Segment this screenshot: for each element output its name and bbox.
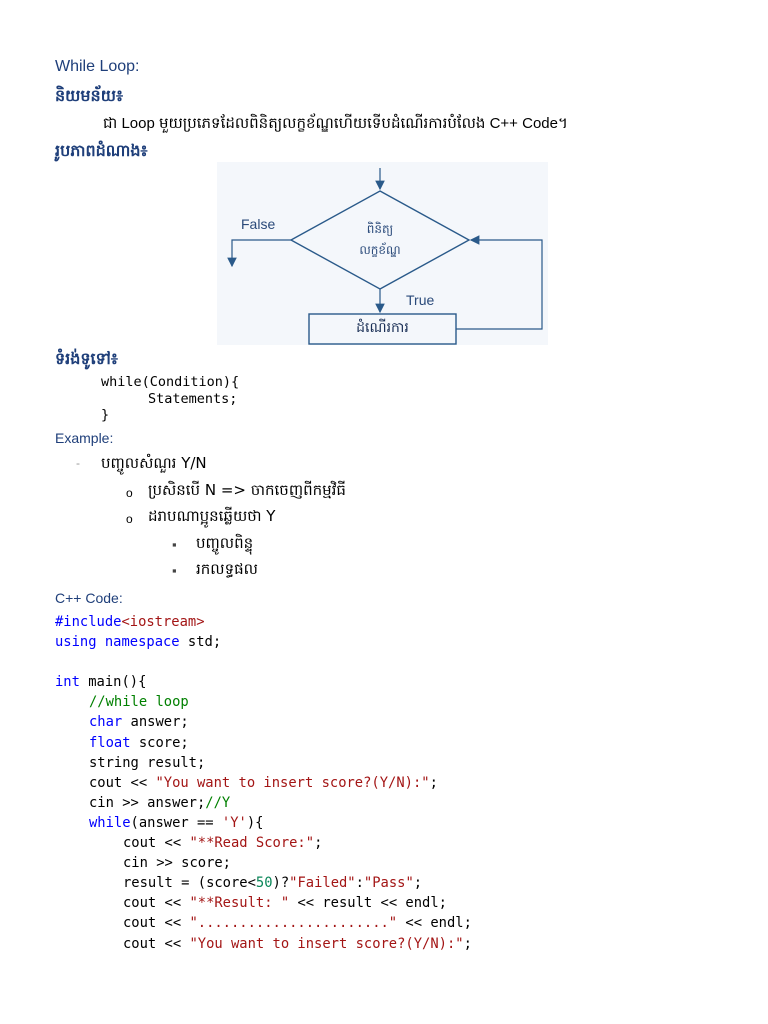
process-box <box>308 313 457 345</box>
definition-heading: និយមន័យ៖ <box>55 86 123 105</box>
code-line <box>55 652 472 672</box>
code-line: cout << "......................." << end… <box>123 915 472 932</box>
code-line: cout << "You want to insert score?(Y/N):… <box>89 774 438 791</box>
flowchart <box>227 168 543 345</box>
example-item-1a: ប្រសិនបើ N => ចាកចេញពីកម្មវិធី <box>148 481 346 499</box>
syntax-line-1: while(Condition){ <box>101 374 240 390</box>
page-title: While Loop: <box>55 58 140 75</box>
code-line: string result; <box>89 754 206 771</box>
example-item-1b-i: បញ្ចូលពិន្ទុ <box>196 534 254 552</box>
false-arrow <box>227 239 291 268</box>
loop-back-arrow <box>456 235 543 330</box>
code-line: char answer; <box>89 714 189 731</box>
false-label: False <box>241 216 276 232</box>
code-line: int main(){ <box>55 674 147 691</box>
code-line: while(answer == 'Y'){ <box>89 814 264 831</box>
code-line: using namespace std; <box>55 634 222 651</box>
example-item-1b: ដរាបណាប្អូនឆ្លើយថា Y <box>148 507 276 525</box>
square-bullet: ▪ <box>172 563 177 578</box>
process-label: ដំណើរការ <box>356 320 409 336</box>
code-line: cin >> answer;//Y <box>89 794 231 811</box>
example-heading: Example: <box>55 430 114 446</box>
code-heading: C++ Code: <box>55 590 123 606</box>
example-item-1: បញ្ចូលសំណួរ Y/N <box>101 454 207 472</box>
code-line: //while loop <box>89 694 189 711</box>
true-label: True <box>406 292 435 308</box>
code-line: #include<iostream> <box>55 614 205 630</box>
example-item-1b-ii: រកលទ្ធផល <box>196 560 258 578</box>
syntax-line-3: } <box>101 407 110 423</box>
list-dash: - <box>76 456 80 470</box>
code-line: float score; <box>89 734 189 751</box>
decision-label-line2: លក្ខខ័ណ្ឌ <box>359 243 401 257</box>
code-line: cin >> score; <box>123 855 231 872</box>
code-line: cout << "**Read Score:"; <box>123 835 323 852</box>
code-line: cout << "**Result: " << result << endl; <box>123 895 447 912</box>
square-bullet: ▪ <box>172 537 177 552</box>
syntax-line-2: Statements; <box>148 391 238 407</box>
diagram-heading: រូបភាពដំណាង៖ <box>55 141 148 160</box>
code-line: cout << "You want to insert score?(Y/N):… <box>123 935 472 952</box>
decision-label-line1: ពិនិត្យ <box>366 222 394 236</box>
circle-bullet: o <box>126 486 133 500</box>
syntax-heading: ទំរង់ទូទៅ៖ <box>55 349 118 368</box>
decision-diamond <box>289 190 471 290</box>
circle-bullet: o <box>126 512 133 526</box>
definition-text: ជា Loop មួយប្រភេទដែលពិនិត្យលក្ខខ័ណ្ឌហើយទ… <box>103 115 568 132</box>
code-block: #include<iostream> using namespace std; … <box>55 612 472 954</box>
code-line: result = (score<50)?"Failed":"Pass"; <box>123 875 423 892</box>
